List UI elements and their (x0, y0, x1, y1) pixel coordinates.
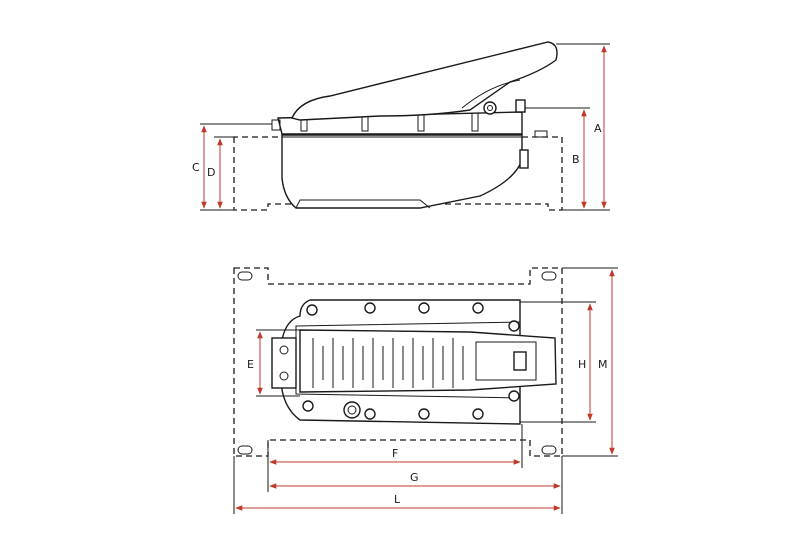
side-base-bump (534, 130, 548, 138)
top-view: E H M F G L (233, 267, 618, 514)
left-fitting-port-top (279, 345, 289, 355)
bolt-bottom-4 (472, 408, 484, 420)
side-body-foot (295, 199, 431, 209)
dim-g-label: G (410, 471, 419, 484)
dim-l-label: L (394, 493, 401, 506)
side-hinge-pin (487, 105, 493, 111)
dim-e-label: E (247, 358, 254, 371)
bolt-top-4 (472, 302, 484, 314)
dim-b-label: B (572, 153, 580, 166)
side-view: A B C D (192, 41, 610, 211)
release-valve (343, 401, 361, 419)
left-fitting-port-bottom (279, 371, 289, 381)
side-left-nub (271, 119, 281, 131)
dim-a-label: A (594, 122, 602, 135)
mount-slot-top-left (237, 271, 253, 281)
dim-h-label: H (578, 358, 586, 371)
bolt-right-1 (508, 320, 520, 332)
cover-bolts (302, 302, 520, 420)
bolt-right-2 (508, 390, 520, 402)
dim-d-label: D (207, 166, 215, 179)
dim-f-label: F (392, 447, 398, 460)
mount-slot-bottom-right (541, 445, 557, 455)
top-pedal-pad (475, 341, 537, 381)
side-outlet-port (519, 149, 529, 169)
bolt-top-3 (418, 302, 430, 314)
side-right-fitting (515, 99, 526, 113)
side-bolt-4 (471, 112, 479, 132)
side-base-plate-outline (233, 136, 563, 211)
bolt-top-2 (364, 302, 376, 314)
bolt-bottom-1 (302, 400, 314, 412)
bolt-bottom-2 (364, 408, 376, 420)
dim-c-label: C (192, 161, 200, 174)
release-valve-core (347, 405, 357, 415)
side-pedal-hinge (483, 101, 497, 115)
mount-slot-top-right (541, 271, 557, 281)
bolt-bottom-3 (418, 408, 430, 420)
bolt-top-1 (306, 304, 318, 316)
top-pedal-latch (513, 351, 527, 371)
side-pedal-rib (461, 79, 521, 109)
side-pump-body (281, 134, 523, 209)
tread-slots (312, 338, 464, 388)
mount-slot-bottom-left (237, 445, 253, 455)
top-pedal (299, 329, 557, 393)
side-pedal (291, 41, 558, 121)
dim-m-label: M (598, 358, 608, 371)
